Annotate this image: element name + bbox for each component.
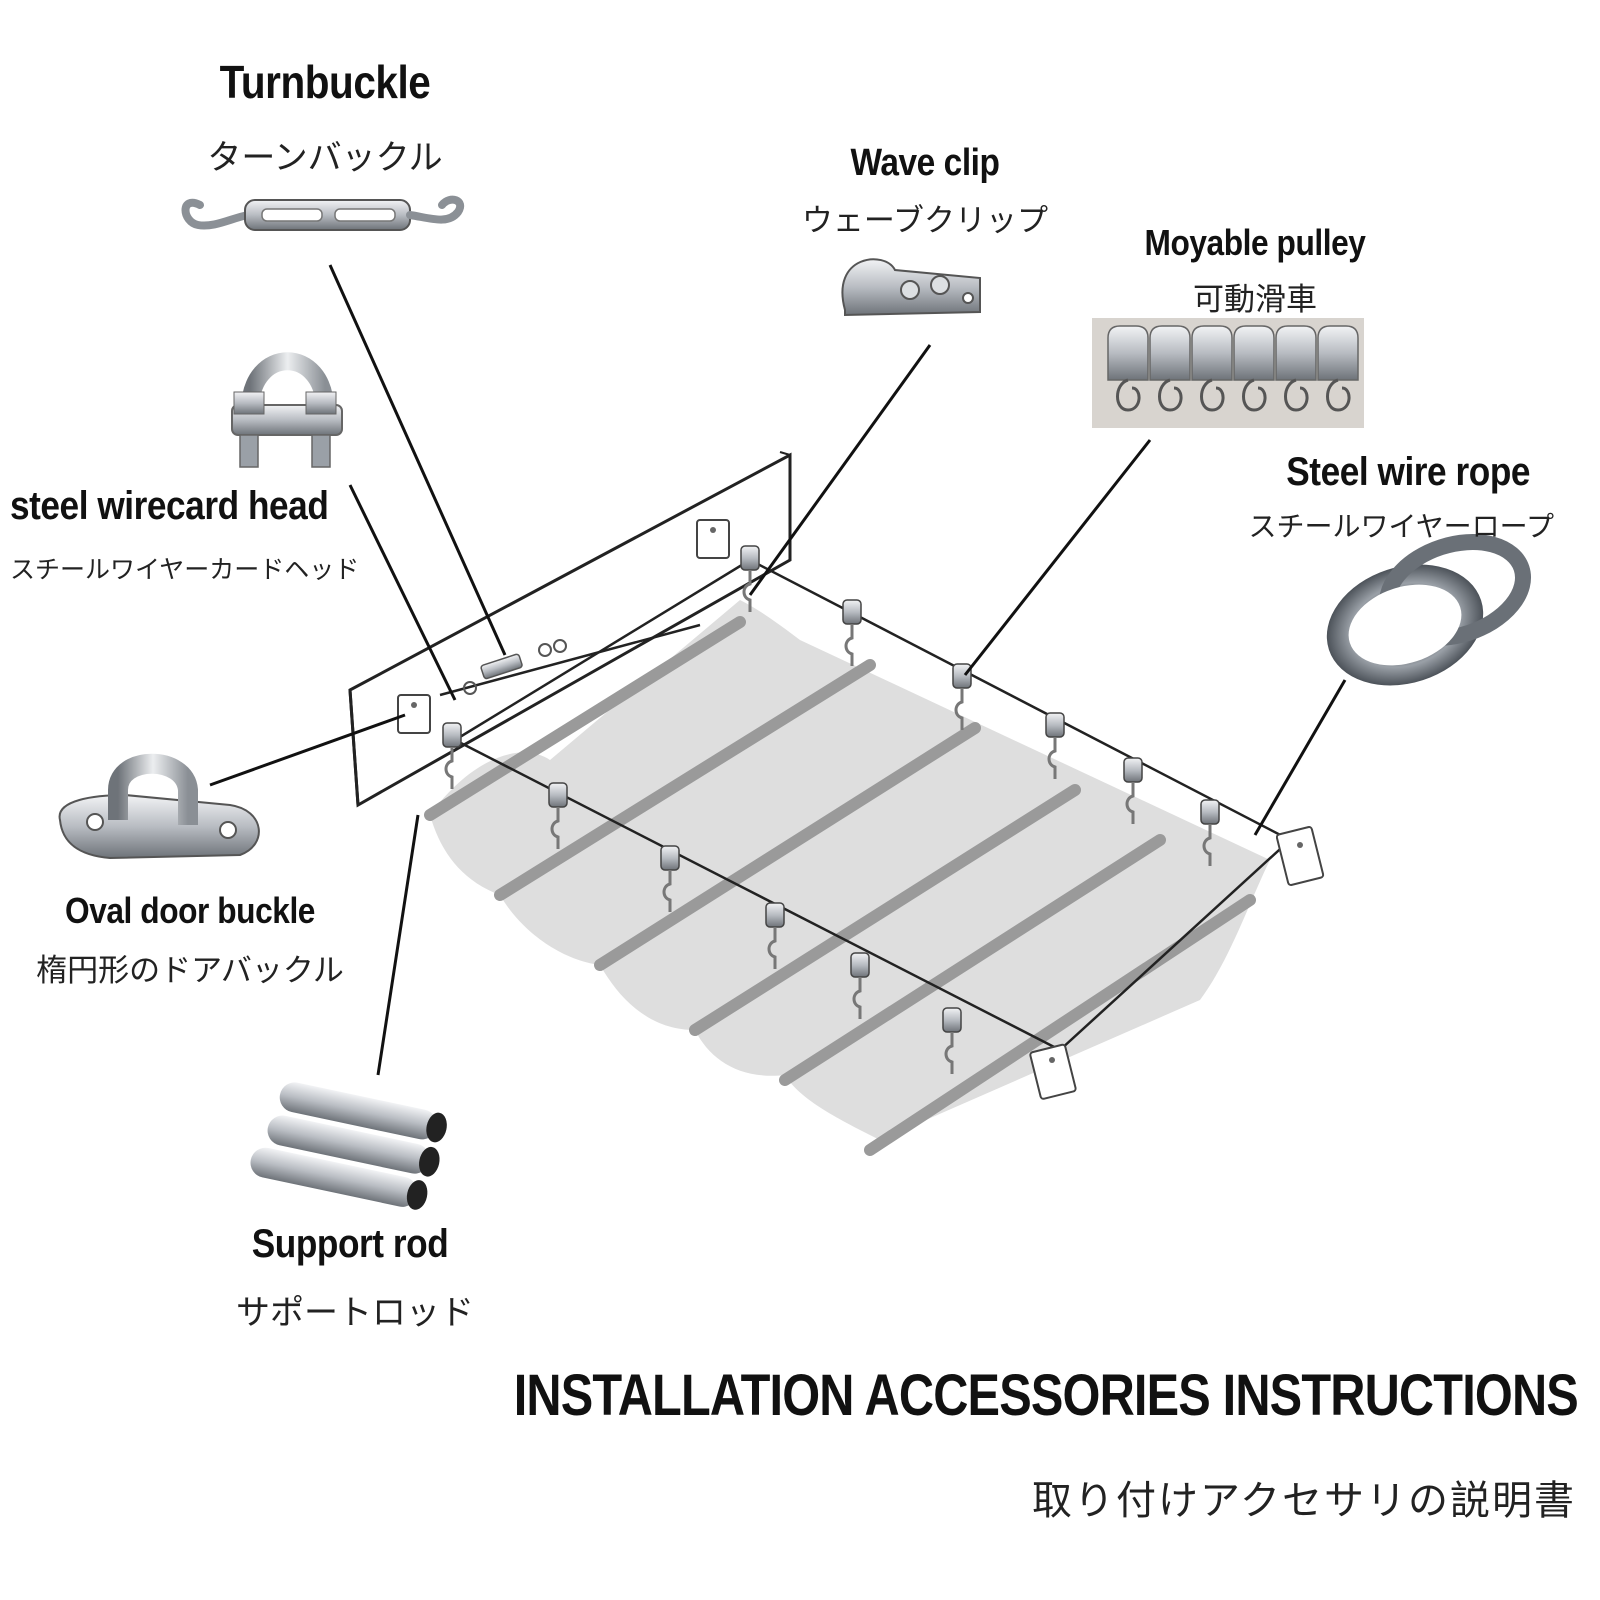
wave-clip-label-jp: ウェーブクリップ <box>801 203 1049 239</box>
pulley-hook <box>944 1032 954 1074</box>
wirecard-head-label-jp: スチールワイヤーカードヘッド <box>10 555 360 584</box>
pulley <box>1123 757 1143 783</box>
pulley-hook <box>444 747 454 789</box>
pulley <box>1045 712 1065 738</box>
pulley-hook <box>550 807 560 849</box>
pulley <box>765 902 785 928</box>
pulley-plate <box>1275 325 1317 381</box>
pulley-hook <box>1284 378 1309 412</box>
wirecard-head-label: steel wirecard head <box>10 484 329 528</box>
page-subtitle: 取り付けアクセサリの説明書 <box>1032 1478 1576 1524</box>
oval-door-buckle-label: Oval door buckle <box>64 890 315 931</box>
support-rod-label-jp: サポートロッド <box>236 1293 474 1333</box>
rods-icon <box>250 1082 447 1210</box>
support-rod-label: Support rod <box>251 1222 449 1266</box>
pulley-plate <box>1317 325 1359 381</box>
pulley-hook <box>1116 378 1141 412</box>
pulleys-on-wire <box>442 545 1220 1074</box>
pulley <box>952 663 972 689</box>
wire-clamp-icon <box>231 352 343 468</box>
shade-canopy <box>430 600 1270 1140</box>
pulley-hook <box>1200 378 1225 412</box>
steel-wire-rope-label-jp: スチールワイヤーロープ <box>1248 510 1554 543</box>
pulley-plate <box>1191 325 1233 381</box>
leader-lines <box>209 264 1347 1076</box>
pulley-hook <box>767 927 777 969</box>
oval-door-buckle-label-jp: 楕円形のドアバックル <box>36 953 344 989</box>
pulley-hook <box>844 624 854 666</box>
pulley <box>740 545 760 571</box>
page-title: INSTALLATION ACCESSORIES INSTRUCTIONS <box>513 1363 1579 1428</box>
pulley-hook <box>662 870 672 912</box>
support-rods <box>424 616 1256 1156</box>
turnbuckle-icon <box>181 195 464 231</box>
pulley <box>442 722 462 748</box>
pulley-hook <box>1125 782 1135 824</box>
pulley-hook <box>1242 378 1267 412</box>
movable-pulley-label-jp: 可動滑車 <box>1193 282 1317 318</box>
pulley <box>942 1007 962 1033</box>
movable-pulley-label: Moyable pulley <box>1144 222 1366 263</box>
pulley-plate <box>1233 325 1275 381</box>
wall-board <box>348 451 792 808</box>
pulley-icon <box>1092 318 1364 428</box>
pulley <box>850 952 870 978</box>
turnbuckle-on-wire <box>463 639 567 695</box>
wire-coil-icon <box>1326 534 1532 686</box>
pulley <box>842 599 862 625</box>
pulley-hook <box>954 688 964 730</box>
pulley-hook <box>1202 824 1212 866</box>
pulley-hook <box>852 977 862 1019</box>
pulley-hook <box>1326 378 1351 412</box>
turnbuckle-label: Turnbuckle <box>219 56 431 108</box>
wall-plates <box>397 519 1325 1100</box>
pulley-hook <box>1158 378 1183 412</box>
wave-clip-icon <box>841 258 981 317</box>
pulley <box>1200 799 1220 825</box>
turnbuckle-label-jp: ターンバックル <box>207 138 443 178</box>
pad-eye-icon <box>58 753 260 860</box>
pulley-plate <box>1107 325 1149 381</box>
pulley <box>660 845 680 871</box>
pulley-hook <box>1047 737 1057 779</box>
pulley <box>548 782 568 808</box>
wave-clip-label: Wave clip <box>850 142 1000 184</box>
steel-wire-rope-label: Steel wire rope <box>1286 450 1530 494</box>
pulley-plate <box>1149 325 1191 381</box>
pulley-hook <box>742 570 752 612</box>
